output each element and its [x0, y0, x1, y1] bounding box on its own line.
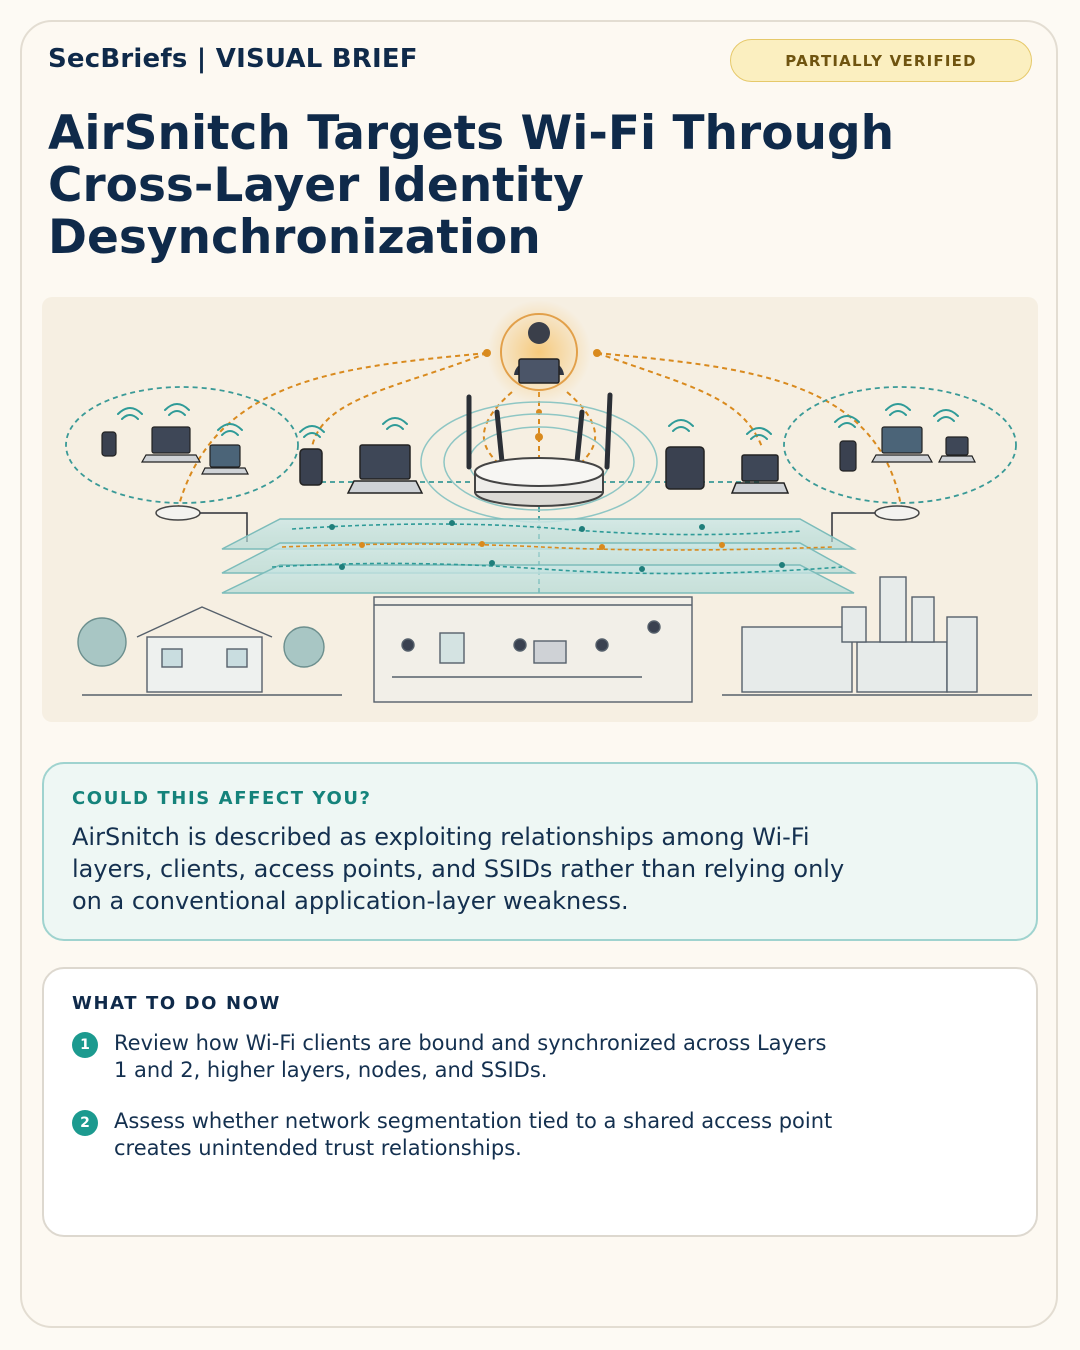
access-point-icon [155, 505, 201, 521]
tablet-icon [665, 446, 705, 490]
phone-icon [101, 431, 117, 457]
wifi-icon [117, 403, 959, 440]
title-line: AirSnitch Targets Wi-Fi Through [48, 106, 895, 161]
status-badge: PARTIALLY VERIFIED [730, 39, 1032, 82]
layer-planes [221, 518, 857, 594]
laptop-icon [346, 444, 424, 494]
step-text: Review how Wi-Fi clients are bound and s… [114, 1031, 827, 1082]
affect-body: AirSnitch is described as exploiting rel… [72, 823, 845, 915]
todo-panel: WHAT TO DO NOW 1 Review how Wi-Fi client… [42, 967, 1038, 1237]
step-number: 2 [72, 1110, 98, 1136]
page-title: AirSnitch Targets Wi-Fi Through Cross-La… [48, 108, 948, 264]
affect-heading: COULD THIS AFFECT YOU? [72, 788, 372, 809]
step-number: 1 [72, 1032, 98, 1058]
laptop-icon [140, 426, 202, 463]
laptop-icon [201, 444, 249, 475]
router-icon [420, 392, 658, 523]
house-icon [77, 606, 342, 696]
attacker-laptop-icon [487, 300, 591, 404]
laptop-icon [938, 436, 976, 463]
phone-icon [299, 448, 323, 486]
step-text: Assess whether network segmentation tied… [114, 1109, 833, 1160]
todo-heading: WHAT TO DO NOW [72, 993, 281, 1014]
network-illustration [42, 297, 1038, 722]
access-point-icon [874, 505, 920, 521]
title-line: Cross-Layer Identity [48, 158, 584, 213]
office-icon [373, 596, 693, 703]
city-buildings-icon [722, 576, 1032, 696]
phone-icon [839, 440, 857, 472]
affect-panel: COULD THIS AFFECT YOU? AirSnitch is desc… [42, 762, 1038, 941]
laptop-icon [870, 426, 934, 463]
laptop-icon [730, 454, 790, 494]
title-line: Desynchronization [48, 210, 541, 265]
brand-header: SecBriefs | VISUAL BRIEF [48, 44, 418, 74]
